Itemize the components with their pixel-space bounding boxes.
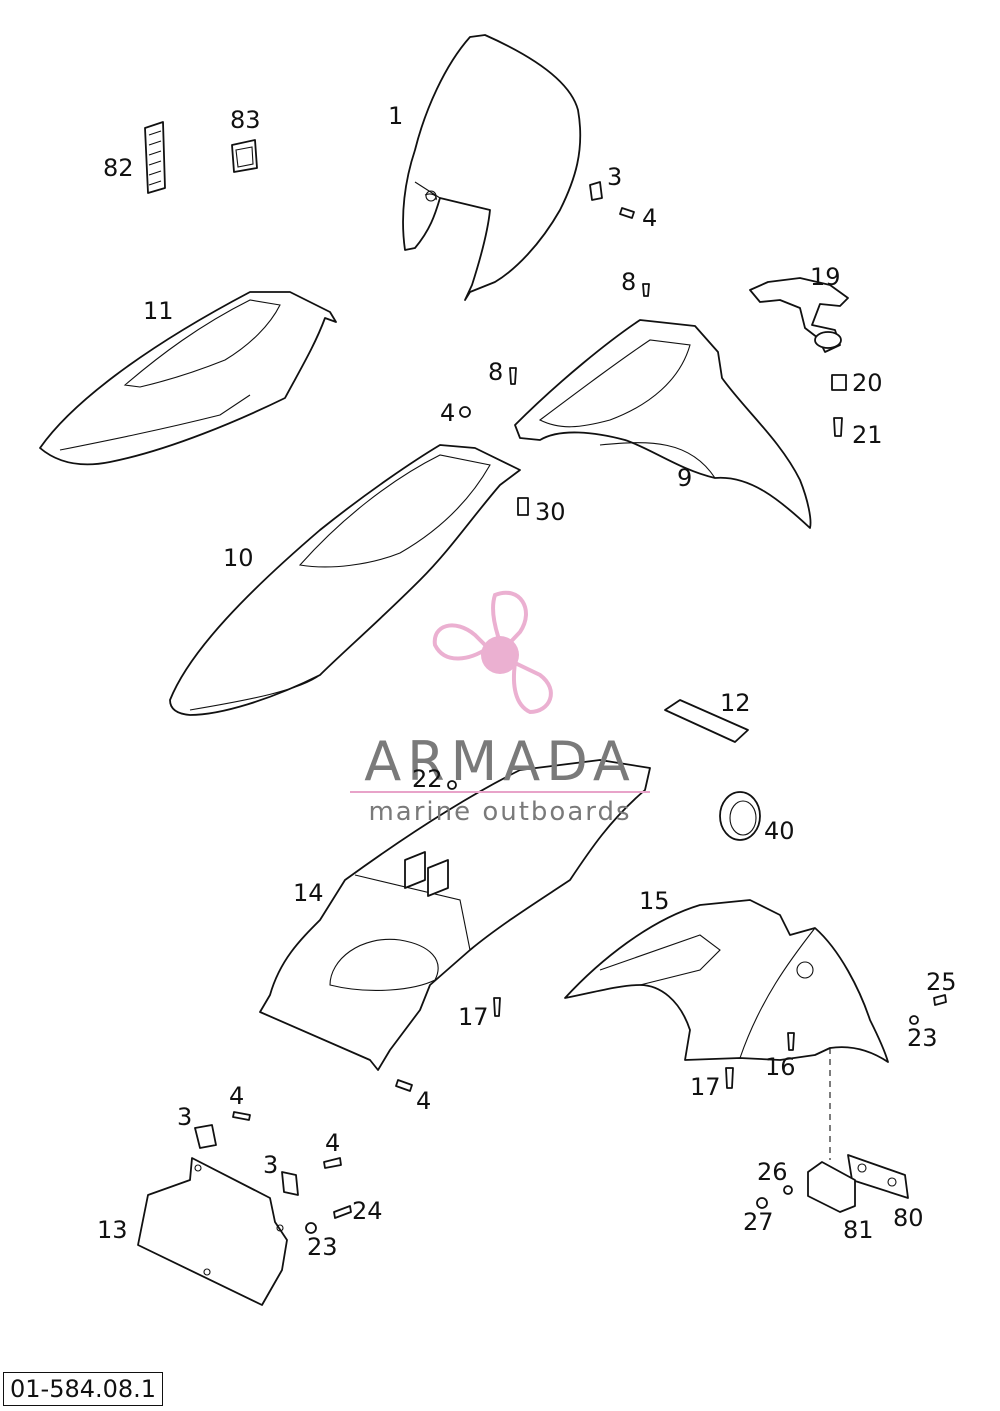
callouts: 1 3 4 8 19 20 21 9 82 83 11 8 4 30 10 12…	[97, 102, 957, 1261]
part-3-clip-lower-mid	[281, 1171, 299, 1196]
part-4-screw-center	[395, 1079, 413, 1092]
part-14-rear-cover	[259, 759, 651, 1071]
callout-14: 14	[293, 879, 324, 907]
callout-22: 22	[412, 765, 443, 793]
part-12-pad	[664, 699, 749, 743]
callout-20: 20	[852, 369, 883, 397]
part-40-grommet	[719, 791, 761, 841]
part-13-flap	[137, 1157, 288, 1306]
callout-17-center: 17	[458, 1003, 489, 1031]
callout-16: 16	[765, 1053, 796, 1081]
part-10-side-panel	[169, 444, 521, 716]
part-23-washer-left	[305, 1222, 317, 1234]
callout-12: 12	[720, 689, 751, 717]
callout-9: 9	[677, 464, 692, 492]
part-30-bushing	[517, 497, 529, 516]
part-82-reflector	[144, 121, 166, 194]
callout-21: 21	[852, 421, 883, 449]
callout-81: 81	[843, 1216, 874, 1244]
part-9-front-fender	[514, 319, 812, 529]
callout-82: 82	[103, 154, 134, 182]
part-23-washer-right	[909, 1015, 919, 1025]
callout-8-top: 8	[621, 268, 636, 296]
part-19-bracket	[749, 277, 849, 353]
callout-40: 40	[764, 817, 795, 845]
watermark-brand: ARMADA	[364, 730, 636, 793]
callout-24: 24	[352, 1197, 383, 1225]
watermark-tagline: marine outboards	[368, 797, 631, 827]
part-15-rear-fender	[564, 899, 889, 1063]
part-26-washer	[783, 1185, 793, 1195]
callout-4-center: 4	[416, 1087, 431, 1115]
part-4-screw-top	[619, 207, 635, 219]
part-1-headlight-mask	[402, 34, 582, 301]
part-4-screw-lower-mid	[323, 1157, 342, 1169]
callout-23-right: 23	[907, 1024, 938, 1052]
part-24-screw	[333, 1205, 352, 1219]
callout-3-top: 3	[607, 163, 622, 191]
part-3-clip-lower-left	[194, 1124, 217, 1149]
drawing-number: 01-584.08.1	[3, 1372, 164, 1406]
watermark: ARMADA marine outboards	[350, 590, 650, 827]
part-27-nut	[756, 1197, 768, 1209]
part-25-screw	[933, 994, 947, 1006]
callout-4-mid: 4	[440, 399, 455, 427]
part-83-label	[231, 139, 258, 173]
callout-1: 1	[388, 102, 403, 130]
callout-25: 25	[926, 968, 957, 996]
callout-8-mid: 8	[488, 358, 503, 386]
callout-11: 11	[143, 297, 174, 325]
callout-3-lower-mid: 3	[263, 1151, 278, 1179]
part-17-screw-center	[493, 997, 501, 1017]
callout-4-lower-mid: 4	[325, 1129, 340, 1157]
callout-30: 30	[535, 498, 566, 526]
part-21-bolt	[833, 417, 843, 437]
part-4-screw-lower-left	[232, 1111, 251, 1121]
callout-27: 27	[743, 1208, 774, 1236]
part-8-screw-mid	[509, 367, 517, 385]
callout-23-left: 23	[307, 1233, 338, 1261]
part-8-screw-top	[642, 283, 650, 297]
callout-83: 83	[230, 106, 261, 134]
part-20-bushing	[831, 374, 847, 391]
part-16-screw	[787, 1032, 795, 1051]
part-11-panel	[39, 291, 337, 466]
callout-10: 10	[223, 544, 254, 572]
part-3-clip-top	[589, 181, 603, 201]
part-22-screw	[447, 780, 457, 790]
propeller-logo	[432, 590, 553, 715]
callout-4-top: 4	[642, 204, 657, 232]
callout-13: 13	[97, 1216, 128, 1244]
callout-17-right: 17	[690, 1073, 721, 1101]
callout-4-lower-left: 4	[229, 1082, 244, 1110]
callout-26: 26	[757, 1158, 788, 1186]
part-81-plate-holder	[807, 1161, 856, 1213]
part-4-screw-mid	[459, 406, 471, 418]
part-80-reflector	[847, 1154, 909, 1199]
callout-19: 19	[810, 263, 841, 291]
part-17-screw-right	[725, 1067, 734, 1089]
callout-3-lower-left: 3	[177, 1103, 192, 1131]
callout-15: 15	[639, 887, 670, 915]
callout-80: 80	[893, 1204, 924, 1232]
